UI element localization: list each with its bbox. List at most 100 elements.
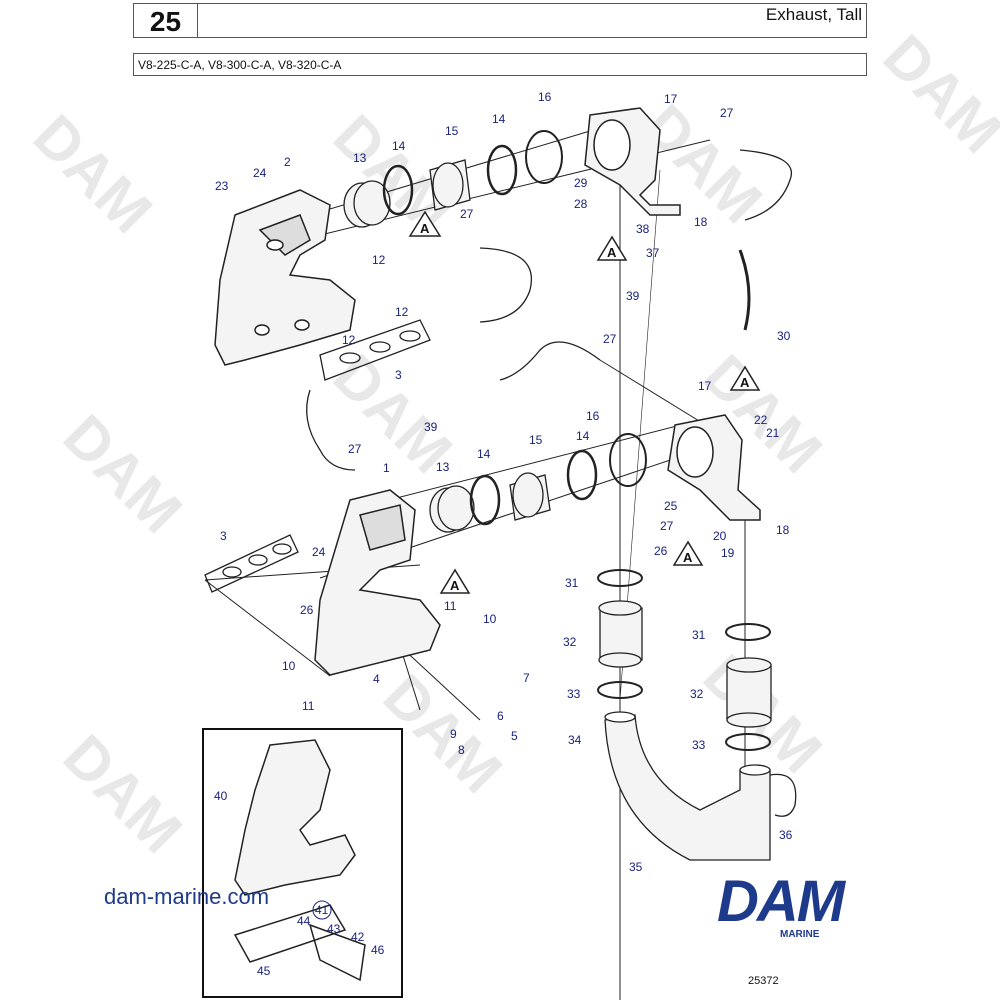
- callout-15: 15: [445, 124, 459, 138]
- callout-18: 18: [694, 215, 708, 229]
- callout-37: 37: [646, 246, 660, 260]
- callout-24: 24: [253, 166, 267, 180]
- callout-45: 45: [257, 964, 271, 978]
- callout-39: 39: [626, 289, 640, 303]
- callout-29: 29: [574, 176, 588, 190]
- callout-23: 23: [215, 179, 229, 193]
- watermark: DAM: [871, 22, 1000, 166]
- callout-9: 9: [450, 727, 457, 741]
- callout-13: 13: [353, 151, 367, 165]
- callout-14: 14: [392, 139, 406, 153]
- callout-26: 26: [654, 544, 668, 558]
- callout-12: 12: [395, 305, 409, 319]
- callout-33: 33: [692, 738, 706, 752]
- callout-38: 38: [636, 222, 650, 236]
- callout-7: 7: [523, 671, 530, 685]
- reference-marks: A A A A A: [408, 210, 761, 594]
- inset-manifold: [233, 739, 366, 982]
- callout-44: 44: [297, 914, 311, 928]
- inset-frame: [202, 728, 403, 998]
- callout-43: 43: [327, 922, 341, 936]
- callout-30: 30: [777, 329, 791, 343]
- triangle-mark-a: A: [450, 578, 460, 593]
- callout-34: 34: [568, 733, 582, 747]
- callout-14: 14: [492, 112, 506, 126]
- callout-20: 20: [713, 529, 727, 543]
- callout-16: 16: [538, 90, 552, 104]
- callout-35: 35: [629, 860, 643, 874]
- exhaust-manifold-upper: [214, 189, 356, 366]
- callout-13: 13: [436, 460, 450, 474]
- callout-22: 22: [754, 413, 768, 427]
- callout-17: 17: [698, 379, 712, 393]
- triangle-mark-a: A: [740, 375, 750, 390]
- callout-1: 1: [383, 461, 390, 475]
- page-header: 25 Exhaust, Tall: [133, 3, 867, 38]
- callout-33: 33: [567, 687, 581, 701]
- model-list: V8-225-C-A, V8-300-C-A, V8-320-C-A: [133, 53, 867, 76]
- callout-27: 27: [720, 106, 734, 120]
- triangle-mark-a: A: [420, 221, 430, 236]
- callout-24: 24: [312, 545, 326, 559]
- page-number: 25: [134, 4, 198, 37]
- brand-logo: DAM: [717, 869, 845, 934]
- callout-32: 32: [563, 635, 577, 649]
- callout-19: 19: [721, 546, 735, 560]
- callout-10: 10: [483, 612, 497, 626]
- callout-8: 8: [458, 743, 465, 757]
- callout-16: 16: [586, 409, 600, 423]
- callout-5: 5: [511, 729, 518, 743]
- callout-31: 31: [692, 628, 706, 642]
- bellows-and-rings: [343, 130, 647, 533]
- callout-41-ring: [312, 900, 332, 920]
- callout-10: 10: [282, 659, 296, 673]
- lower-hoses: [597, 569, 797, 861]
- triangle-mark-a: A: [607, 245, 617, 260]
- callout-labels: 2 13 14 15 14 16 17 27 23 24 27 29 28 18…: [214, 90, 793, 978]
- callout-40: 40: [214, 789, 228, 803]
- callout-4: 4: [373, 672, 380, 686]
- website-link[interactable]: dam-marine.com: [104, 884, 270, 909]
- callout-11: 11: [444, 599, 457, 613]
- callout-31: 31: [565, 576, 579, 590]
- callout-6: 6: [497, 709, 504, 723]
- callout-28: 28: [574, 197, 588, 211]
- callout-12: 12: [342, 333, 356, 347]
- callout-11: 11: [302, 699, 315, 713]
- figure-number: 25372: [748, 975, 779, 987]
- callout-17: 17: [664, 92, 678, 106]
- callout-14: 14: [576, 429, 590, 443]
- watermark: DAM: [51, 402, 195, 546]
- watermark: DAM: [371, 662, 515, 806]
- callout-27: 27: [348, 442, 362, 456]
- oxygen-sensor-wires: [306, 149, 793, 471]
- callout-3: 3: [220, 529, 227, 543]
- callout-42: 42: [351, 930, 365, 944]
- brand-logo-subtitle: MARINE: [780, 929, 820, 940]
- callout-21: 21: [766, 426, 780, 440]
- triangle-mark-a: A: [683, 550, 693, 565]
- callout-18: 18: [776, 523, 790, 537]
- callout-27: 27: [460, 207, 474, 221]
- callout-15: 15: [529, 433, 543, 447]
- page-title: Exhaust, Tall: [765, 5, 862, 24]
- callout-27: 27: [603, 332, 617, 346]
- callout-39: 39: [424, 420, 438, 434]
- gaskets: [204, 319, 431, 593]
- callout-41: 41: [315, 903, 329, 917]
- callout-27: 27: [660, 519, 674, 533]
- exhaust-manifold-lower: [314, 489, 441, 676]
- callout-25: 25: [664, 499, 678, 513]
- callout-12: 12: [372, 253, 386, 267]
- callout-36: 36: [779, 828, 793, 842]
- callout-46: 46: [371, 943, 385, 957]
- callout-14: 14: [477, 447, 491, 461]
- watermark: DAM: [21, 102, 165, 246]
- callout-26: 26: [300, 603, 314, 617]
- callout-3: 3: [395, 368, 402, 382]
- callout-2: 2: [284, 155, 291, 169]
- riser-elbows: [584, 107, 761, 521]
- callout-32: 32: [690, 687, 704, 701]
- watermark: DAM: [51, 722, 195, 866]
